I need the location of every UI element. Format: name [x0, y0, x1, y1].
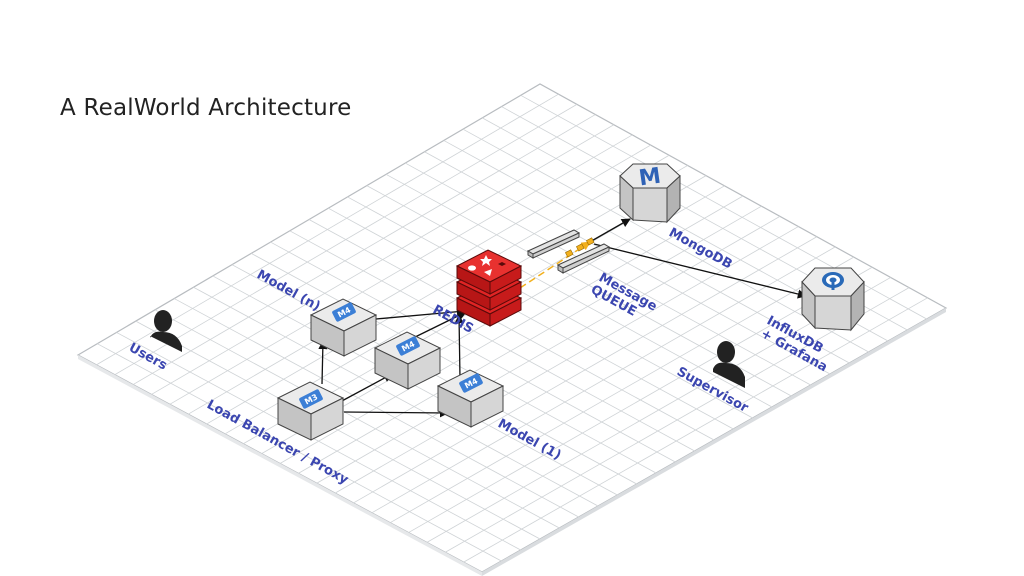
mongodb-server[interactable]: M [619, 163, 681, 224]
mongodb-icon: M [637, 164, 662, 192]
arrow-queue-to-mongodb [587, 218, 631, 244]
arrow-model-1-to-redis [454, 314, 464, 380]
influxdb-server[interactable] [801, 267, 865, 332]
users-icon [150, 310, 182, 352]
influxdb-icon [822, 272, 844, 290]
instance-chip: M4 [459, 373, 483, 393]
grid-line [132, 114, 596, 385]
arrow-lb-to-model-n [318, 340, 328, 385]
grid-line [279, 195, 744, 464]
connections [318, 218, 807, 418]
grid-line [353, 236, 818, 504]
redis-icon[interactable] [455, 249, 523, 327]
page-title: A RealWorld Architecture [60, 95, 352, 121]
load-balancer-instance[interactable]: M3 [276, 381, 345, 441]
grid-line [151, 124, 615, 395]
grid-line [206, 154, 670, 425]
grid-line [114, 104, 578, 376]
instance-chip: M3 [299, 389, 323, 409]
instance-chip: M4 [396, 336, 420, 356]
grid-line [316, 216, 781, 484]
grid-line [187, 144, 651, 415]
arrow-lb-to-model-mid [339, 373, 393, 403]
message-queue[interactable] [519, 229, 611, 289]
grid-line [408, 266, 873, 533]
grid-line [96, 93, 559, 366]
grid-line [298, 205, 762, 474]
model-1-instance[interactable]: M4 [436, 369, 505, 428]
queue-message-icon [586, 237, 595, 246]
model-n-instance[interactable]: M4 [309, 298, 378, 357]
redis-star-glyph [480, 255, 492, 266]
model-mid-instance[interactable]: M4 [373, 331, 442, 390]
queue-message-icon [565, 249, 574, 258]
arrow-lb-to-model-1 [343, 408, 449, 418]
queue-message-icon [576, 243, 585, 252]
grid-floor [76, 83, 948, 576]
grid-line [463, 297, 928, 563]
supervisor-icon [713, 341, 745, 388]
grid-line [169, 134, 633, 405]
instance-chip: M4 [332, 302, 356, 322]
grid-line [334, 226, 799, 494]
grid-line [389, 256, 854, 524]
grid-line [445, 287, 910, 553]
arrow-model-n-to-redis [375, 307, 466, 320]
grid-line [371, 246, 836, 514]
redis-circle-glyph [468, 265, 476, 271]
redis-diamond-glyph [498, 262, 506, 266]
redis-triangle-glyph [484, 269, 492, 276]
arrow-queue-to-influxdb [593, 243, 807, 299]
